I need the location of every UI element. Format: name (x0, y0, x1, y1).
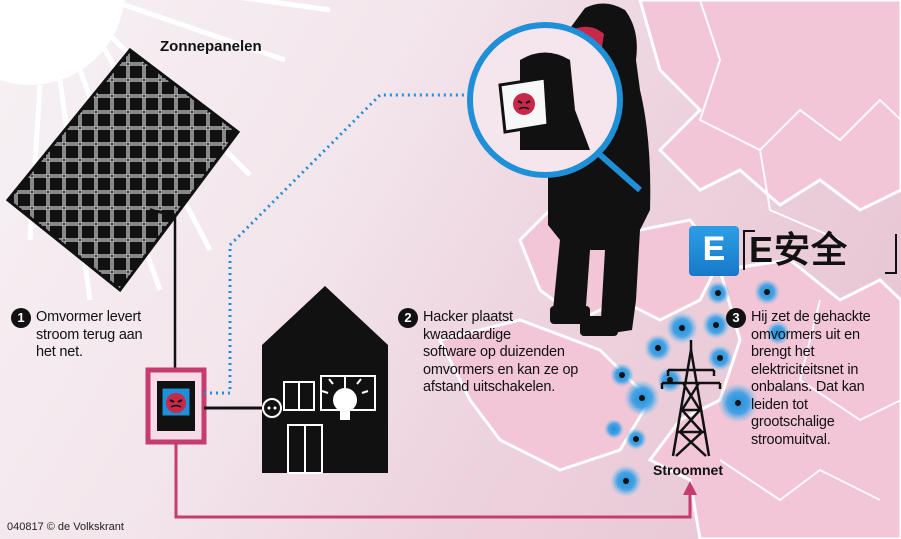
hacked-inverter-dot-icon (657, 367, 683, 393)
step-line: omvormers en kan ze op (423, 361, 579, 378)
step-text: Hij zet de gehackte omvormers uit en bre… (751, 309, 871, 449)
step-text: Hacker plaatst kwaadaardige software op … (423, 309, 578, 397)
bracket-left (743, 230, 755, 270)
logo-text: E安全 (749, 229, 849, 270)
step-line: elektriciteitsnet in (751, 361, 859, 378)
step-line: het net. (36, 344, 83, 360)
step-line: stroom terug aan (36, 326, 143, 343)
step-text: Omvormer levert stroom terug aan het net… (36, 309, 143, 362)
step-number: 3 (726, 308, 746, 328)
hacked-inverter-dot-icon (706, 281, 730, 305)
credit-line: 040817 © de Volkskrant (7, 521, 124, 533)
hacked-inverter-dot-icon (718, 383, 758, 423)
step-line: Hij zet de gehackte (751, 309, 871, 325)
grid-feed-line (174, 442, 692, 519)
step-line: onbalans. Dat kan (751, 379, 865, 395)
transmission-tower-icon (660, 340, 722, 457)
step-line: brengt het (751, 344, 815, 360)
step-line: leiden tot (751, 396, 808, 413)
hacked-inverters (604, 279, 790, 497)
hacked-inverter-dot-icon (666, 312, 698, 344)
map-borders (698, 0, 901, 502)
step-line: omvormers uit en (751, 326, 860, 343)
hacked-inverter-dot-icon (766, 321, 790, 345)
power-socket-icon (262, 398, 282, 418)
laptop-icon (498, 76, 550, 134)
bracket-right (885, 234, 897, 274)
hacked-inverter-dot-icon (754, 279, 780, 305)
step-line: Omvormer levert (36, 309, 141, 325)
solar-panels-label: Zonnepanelen (160, 38, 262, 55)
hacked-inverter-dot-icon (644, 334, 672, 362)
solar-panel-icon (5, 47, 241, 372)
inverter-icon (145, 367, 207, 445)
logo-badge-icon: E (689, 226, 739, 276)
step-line: kwaadaardige (423, 326, 511, 343)
grid-label: Stroomnet (653, 462, 723, 478)
hacked-inverter-dot-icon (610, 363, 634, 387)
light-bulb-icon (321, 376, 369, 420)
step-number: 1 (11, 308, 31, 328)
step-line: software op duizenden (423, 344, 565, 360)
house-icon (262, 286, 388, 474)
step-line: Hacker plaatst (423, 309, 513, 325)
step-line: afstand uitschakelen. (423, 379, 556, 395)
hacked-inverter-dot-icon (624, 380, 660, 416)
hacked-inverter-dot-icon (625, 428, 647, 450)
step-line: grootschalige (751, 414, 835, 430)
step-number: 2 (398, 308, 418, 328)
step-line: stroomuitval. (751, 431, 831, 448)
dotted-data-link (204, 93, 470, 395)
hacked-inverter-dot-icon (604, 419, 624, 439)
watermark-logo: E E安全 (689, 226, 899, 276)
hacked-inverter-dot-icon (702, 311, 730, 339)
hacked-inverter-dot-icon (707, 345, 733, 371)
arrow-head (683, 481, 697, 495)
hacked-inverter-dot-icon (610, 465, 642, 497)
